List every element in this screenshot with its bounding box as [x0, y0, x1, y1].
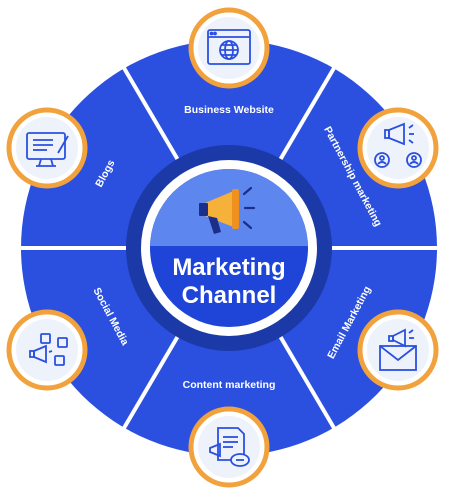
document-chat-icon: [209, 427, 250, 467]
segment-label-content-marketing: Content marketing: [183, 379, 276, 391]
center-title-line1: Marketing: [172, 254, 285, 281]
computer-document-icon: [26, 132, 69, 167]
social-megaphone-icon: [29, 333, 68, 366]
badge-email-marketing: [357, 309, 439, 391]
badge-content-marketing: [188, 406, 270, 488]
megaphone-icon: [199, 186, 256, 234]
badge-blogs: [6, 107, 88, 189]
badge-business-website: [188, 7, 270, 89]
segment-label-business-website: Business Website: [184, 104, 274, 116]
center-title-line2: Channel: [182, 282, 277, 309]
browser-globe-icon: [207, 29, 251, 65]
envelope-megaphone-icon: [379, 328, 417, 371]
badge-social-media: [6, 309, 88, 391]
badge-partnership-marketing: [357, 107, 439, 189]
megaphone-people-icon: [374, 122, 422, 168]
segment-dividers: [21, 66, 437, 430]
